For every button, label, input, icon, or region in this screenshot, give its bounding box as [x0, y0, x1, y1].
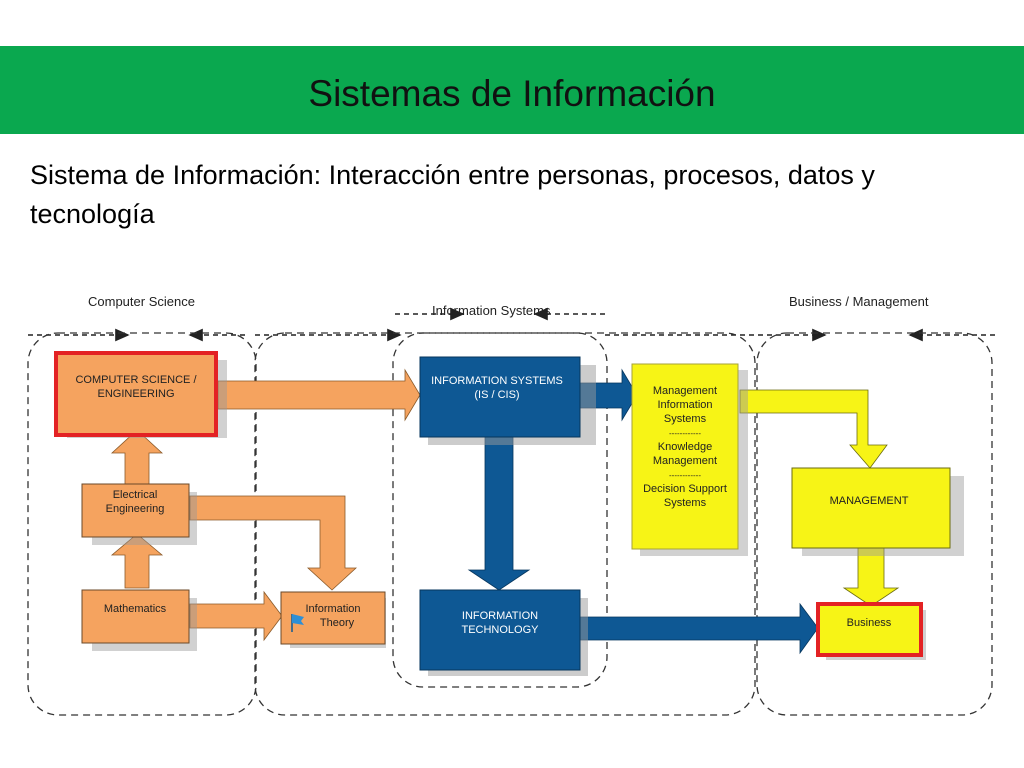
- arrow-math-to-ee: [110, 533, 164, 589]
- arrow-it-to-business: [579, 602, 819, 655]
- orange-arrows: [110, 368, 421, 642]
- yellow-arrows: [739, 389, 900, 607]
- business-region: [756, 332, 993, 716]
- slide-subtitle: Sistema de Información: Interacción entr…: [30, 160, 875, 229]
- theory-label-line1: Information: [305, 603, 360, 615]
- mis-line-7: Decision Support: [643, 483, 727, 495]
- mathematics-box: Mathematics: [81, 589, 197, 651]
- mis-line-5: Management: [653, 455, 717, 467]
- tech-label-line1: INFORMATION: [462, 610, 538, 622]
- arrow-math-to-theory: [189, 590, 283, 642]
- information-technology-box: INFORMATION TECHNOLOGY: [419, 589, 588, 676]
- mis-line-4: Knowledge: [658, 441, 712, 453]
- management-label: MANAGEMENT: [830, 495, 909, 507]
- section-label-business-management: Business / Management: [789, 294, 929, 309]
- section-containers: [27, 332, 993, 716]
- information-theory-box: Information Theory: [280, 591, 386, 648]
- arrow-management-to-business: [842, 543, 900, 607]
- arrow-is-to-it: [467, 434, 531, 591]
- management-box: MANAGEMENT: [791, 467, 964, 556]
- business-label: Business: [847, 617, 892, 629]
- arrow-cse-to-is: [217, 368, 421, 422]
- information-systems-region: [392, 332, 608, 688]
- arrow-ee-to-theory: [189, 495, 358, 591]
- computer-science-region: [27, 332, 257, 716]
- mis-line-2: Systems: [664, 413, 707, 425]
- slide-title: Sistemas de Información: [308, 73, 716, 114]
- mis-line-6: ------------: [669, 471, 701, 480]
- is-label-line1: INFORMATION SYSTEMS: [431, 375, 563, 387]
- electrical-engineering-box: Electrical Engineering: [81, 483, 197, 545]
- mis-line-1: Information: [657, 399, 712, 411]
- ee-label-line2: Engineering: [106, 503, 165, 515]
- mis-line-0: Management: [653, 385, 717, 397]
- mis-line-8: Systems: [664, 497, 707, 509]
- tech-label-line2: TECHNOLOGY: [461, 624, 539, 636]
- mis-line-3: ------------: [669, 429, 701, 438]
- arrow-ee-to-cse: [110, 429, 164, 486]
- cse-label-line1: COMPUTER SCIENCE /: [75, 374, 197, 386]
- theory-label-line2: Theory: [320, 617, 355, 629]
- is-label-line2: (IS / CIS): [474, 389, 519, 401]
- mis-text-lines: ManagementInformationSystems------------…: [643, 385, 727, 509]
- math-label: Mathematics: [104, 603, 167, 615]
- cse-box: COMPUTER SCIENCE / ENGINEERING: [54, 351, 227, 438]
- ee-label-line1: Electrical: [113, 489, 158, 501]
- title-bar: Sistemas de Información: [0, 46, 1024, 134]
- section-label-information-systems: Information Systems: [432, 303, 551, 318]
- arrow-mis-to-management: [739, 389, 888, 469]
- section-scope-arrows: [28, 307, 995, 342]
- flag-icon: [291, 614, 304, 632]
- middle-region: [254, 332, 756, 716]
- information-systems-box: INFORMATION SYSTEMS (IS / CIS): [419, 356, 596, 445]
- cse-label-line2: ENGINEERING: [97, 388, 174, 400]
- business-box: Business: [816, 602, 926, 660]
- information-systems-diagram: Computer Science Information Systems Bus…: [27, 294, 995, 716]
- mis-box: ManagementInformationSystems------------…: [631, 363, 748, 556]
- section-label-computer-science: Computer Science: [88, 294, 195, 309]
